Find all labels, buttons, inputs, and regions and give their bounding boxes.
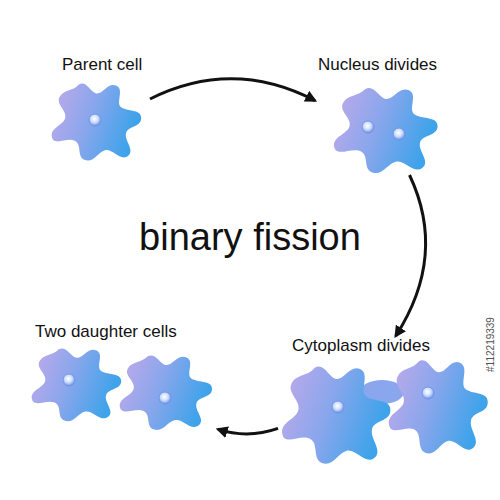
cycle-arrow <box>150 79 315 101</box>
nucleus <box>89 114 101 126</box>
stage-label: Parent cell <box>62 55 150 75</box>
nucleus <box>159 392 171 404</box>
stage-label: Two daughter cells <box>35 322 218 342</box>
nucleus <box>332 401 344 413</box>
diagram-title: binary fission <box>0 214 500 260</box>
amoeba-cell <box>120 355 212 430</box>
cycle-arrow <box>218 428 278 433</box>
nucleus <box>63 374 75 386</box>
stage-label: Cytoplasm divides <box>292 336 492 356</box>
stage-node: Two daughter cells <box>30 322 218 435</box>
cycle-arrow <box>396 175 426 336</box>
nucleus <box>393 128 405 140</box>
stage-label: Nucleus divides <box>318 55 450 75</box>
stage-node: Parent cell <box>45 55 150 165</box>
amoeba-cell <box>389 360 488 453</box>
stage-node: Nucleus divides <box>315 55 450 175</box>
stage-node: Cytoplasm divides <box>278 336 492 468</box>
side-label: #112219339 <box>485 295 496 395</box>
amoeba-cell <box>32 348 121 421</box>
nucleus <box>362 121 374 133</box>
amoeba-cell <box>282 367 390 464</box>
amoeba-cell <box>334 88 438 173</box>
amoeba-cell <box>52 84 141 161</box>
nucleus <box>422 387 434 399</box>
